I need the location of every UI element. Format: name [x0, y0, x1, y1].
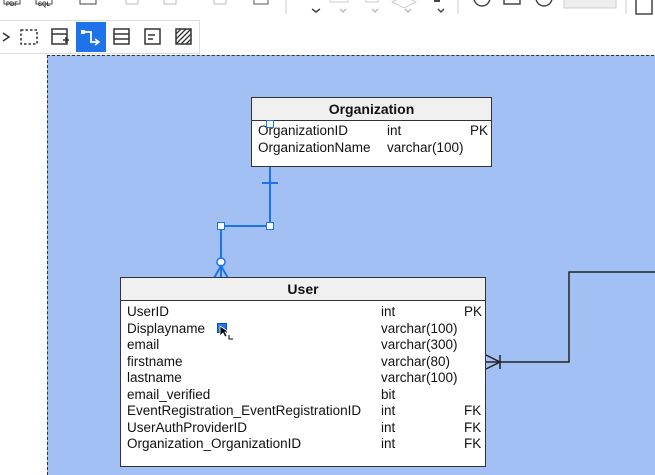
- top-toolbar: PDF SQL: [0, 0, 655, 16]
- column-type: varchar(80): [381, 353, 451, 369]
- add-row-icon: [113, 28, 130, 45]
- table-row[interactable]: UserAuthProviderID int FK: [121, 420, 485, 436]
- frame-icon[interactable]: [253, 0, 269, 5]
- tool-row-button[interactable]: [107, 22, 137, 52]
- column-type: int: [381, 419, 396, 435]
- layers-dropdown-icon[interactable]: [390, 0, 418, 14]
- note-icon: [144, 28, 161, 45]
- zoom-out-icon[interactable]: [535, 0, 553, 7]
- column-type: varchar(100): [381, 370, 458, 385]
- table-row[interactable]: Organization_OrganizationID int FK: [121, 436, 485, 452]
- column-type: varchar(300): [381, 337, 458, 352]
- connector-bend-handle[interactable]: [266, 222, 274, 230]
- column-name: EventRegistration_EventRegistrationID: [127, 403, 362, 418]
- arrow-select-icon: [2, 32, 11, 42]
- column-name: lastname: [127, 370, 182, 385]
- column-type: int: [381, 436, 396, 451]
- column-name: OrganizationName: [258, 140, 371, 155]
- orthogonal-connector-icon: [81, 30, 101, 46]
- panel-toggle-icon[interactable]: [635, 0, 653, 15]
- panel-icon[interactable]: [163, 0, 177, 5]
- table-row[interactable]: email varchar(300): [121, 337, 485, 353]
- column-type: int: [381, 403, 396, 418]
- column-key: FK: [464, 436, 482, 451]
- tool-marquee-button[interactable]: [14, 22, 44, 52]
- column-key: FK: [464, 419, 482, 435]
- pdf-export-icon[interactable]: [3, 0, 21, 5]
- table-row[interactable]: EventRegistration_EventRegistrationID in…: [121, 403, 485, 419]
- column-name: UserID: [127, 304, 170, 319]
- column-name: Displayname: [127, 320, 206, 336]
- tool-select-button[interactable]: [0, 22, 22, 52]
- connector-start-handle[interactable]: [266, 120, 274, 128]
- top-toolbar-icons: [3, 0, 653, 15]
- column-name: UserAuthProviderID: [127, 419, 248, 435]
- column-type: varchar(100): [381, 320, 458, 336]
- column-type: varchar(100): [387, 140, 464, 155]
- fill-dropdown-icon[interactable]: [365, 0, 379, 14]
- table-row[interactable]: UserID int PK: [121, 304, 485, 320]
- column-key: PK: [470, 123, 489, 138]
- tool-table-button[interactable]: [45, 22, 75, 52]
- column-name: OrganizationID: [258, 123, 349, 138]
- table-view-icon[interactable]: [79, 0, 97, 5]
- user-table-title: User: [287, 281, 319, 297]
- table-row[interactable]: lastname varchar(100): [121, 370, 485, 386]
- column-name: Organization_OrganizationID: [127, 436, 302, 451]
- tile-icon[interactable]: [213, 0, 227, 5]
- marquee-select-icon: [20, 29, 38, 45]
- column-name: firstname: [127, 353, 183, 369]
- style-dropdown-icon[interactable]: [311, 8, 321, 13]
- user-right-relationship[interactable]: [485, 271, 655, 370]
- tool-relationship-button[interactable]: [76, 22, 106, 52]
- pdf-label: PDF: [6, 2, 18, 8]
- zoom-in-icon[interactable]: [473, 0, 491, 7]
- relationship-connectors: [213, 167, 655, 370]
- sql-export-icon[interactable]: [35, 0, 53, 5]
- user-table-header[interactable]: User: [121, 278, 485, 301]
- column-key: FK: [464, 403, 482, 418]
- zoom-level-field[interactable]: [563, 0, 617, 9]
- organization-table-header[interactable]: Organization: [252, 98, 491, 121]
- column-type: int: [387, 123, 402, 138]
- add-table-icon: [51, 28, 69, 45]
- column-name: email_verified: [127, 386, 211, 402]
- sql-label: SQL: [38, 2, 51, 8]
- column-key: PK: [464, 304, 483, 319]
- window-icon[interactable]: [125, 0, 139, 5]
- hatch-area-icon: [175, 28, 192, 45]
- tool-hatch-button[interactable]: [169, 22, 199, 52]
- organization-table[interactable]: Organization OrganizationID int PK Organ…: [251, 97, 492, 167]
- table-row[interactable]: email_verified bit: [121, 387, 485, 403]
- tool-note-button[interactable]: [138, 22, 168, 52]
- user-table[interactable]: User UserID int PK Displayname varchar(1…: [120, 277, 486, 467]
- table-row[interactable]: firstname varchar(80): [121, 354, 485, 370]
- table-row[interactable]: OrganizationID int PK: [252, 123, 491, 139]
- column-name: email: [127, 337, 160, 352]
- table-row[interactable]: Displayname varchar(100): [121, 321, 485, 337]
- fit-icon[interactable]: [503, 0, 521, 5]
- organization-table-title: Organization: [328, 101, 415, 117]
- org-user-relationship[interactable]: [213, 167, 278, 279]
- connector-bend-handle[interactable]: [217, 222, 225, 230]
- column-type: bit: [381, 386, 396, 402]
- table-row[interactable]: OrganizationName varchar(100): [252, 140, 491, 156]
- arrange-dropdown-icon[interactable]: [434, 0, 445, 14]
- column-type: int: [381, 304, 396, 319]
- pointer-cursor-icon: [219, 325, 233, 340]
- line-dropdown-icon[interactable]: [329, 0, 349, 14]
